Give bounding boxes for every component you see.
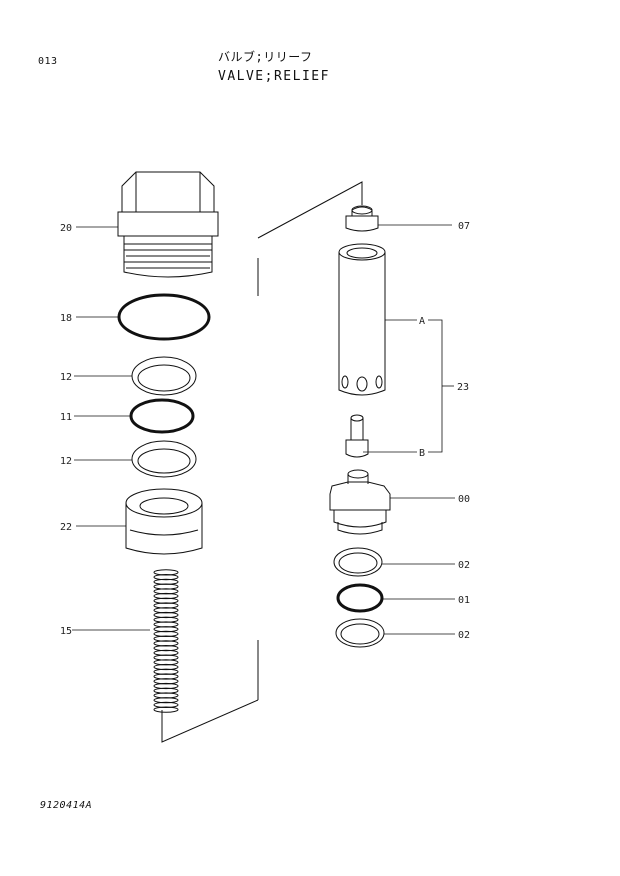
callout-18: 18 xyxy=(60,313,72,324)
part-A-tube xyxy=(338,243,386,396)
page-code: 013 xyxy=(38,56,58,67)
part-07-cap xyxy=(345,205,379,232)
callout-00: 00 xyxy=(458,494,470,505)
callout-A: A xyxy=(419,316,425,327)
left-leader-lines xyxy=(72,226,150,631)
callout-15: 15 xyxy=(60,626,72,637)
callout-23: 23 xyxy=(457,382,469,393)
callout-02-lower: 02 xyxy=(458,630,470,641)
part-02-backup-ring-lower xyxy=(335,618,385,648)
callout-07: 07 xyxy=(458,221,470,232)
part-15-spring xyxy=(153,569,179,713)
assembly-divider-lines xyxy=(161,181,363,743)
callout-11: 11 xyxy=(60,412,72,423)
title-japanese: バルブ;リリーフ xyxy=(218,50,313,64)
title-english: VALVE;RELIEF xyxy=(218,69,330,84)
right-leader-lines xyxy=(363,224,455,635)
callout-B: B xyxy=(419,448,425,459)
part-02-backup-ring-upper xyxy=(333,547,383,577)
part-00-seat xyxy=(329,469,391,535)
part-18-o-ring xyxy=(117,293,211,341)
part-01-o-ring xyxy=(336,583,384,613)
part-22-sleeve xyxy=(125,488,203,555)
callout-12-lower: 12 xyxy=(60,456,72,467)
spring-coil xyxy=(153,706,179,713)
part-11-o-ring xyxy=(129,398,195,434)
callout-01: 01 xyxy=(458,595,470,606)
callout-12-upper: 12 xyxy=(60,372,72,383)
drawing-id: 9120414A xyxy=(40,800,93,811)
callout-02-upper: 02 xyxy=(458,560,470,571)
part-B-pin xyxy=(345,414,369,458)
part-20-plug xyxy=(117,171,219,278)
part-12-backup-ring-upper xyxy=(131,356,197,396)
callout-22: 22 xyxy=(60,522,72,533)
callout-20: 20 xyxy=(60,223,72,234)
part-12-backup-ring-lower xyxy=(131,440,197,478)
